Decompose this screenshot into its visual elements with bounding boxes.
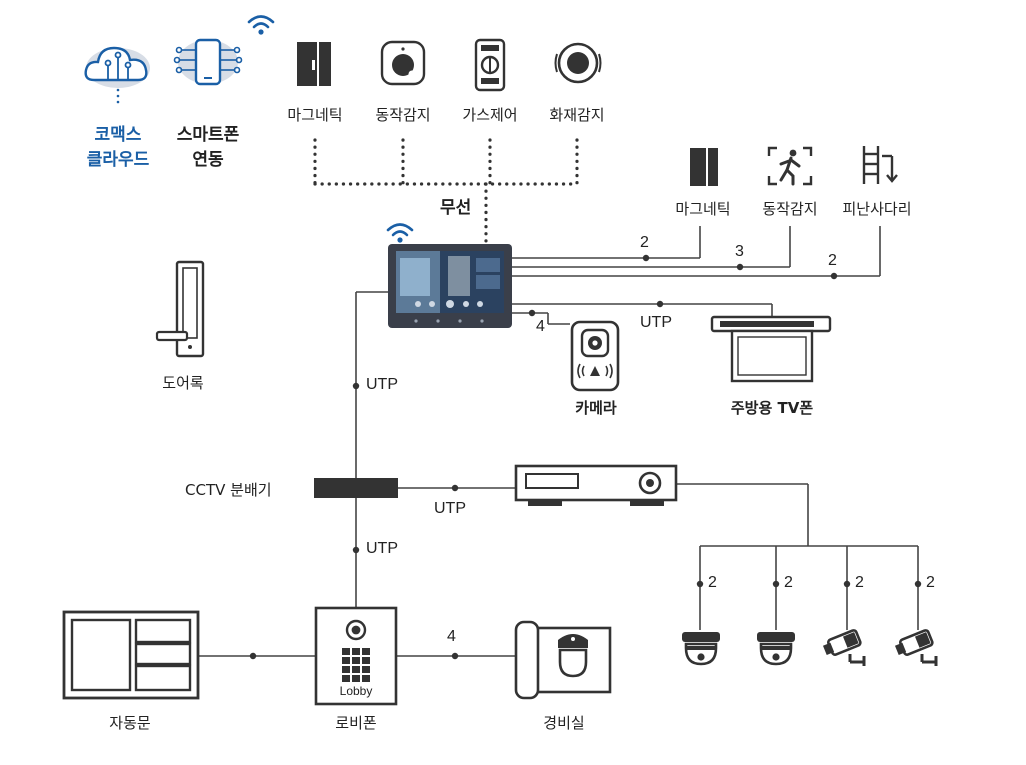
wired-sensor-label-magnetic: 마그네틱: [675, 200, 731, 218]
camera-label: 카메라: [575, 399, 617, 417]
wire-count-motion: 3: [735, 243, 744, 260]
dome-camera-icon: [757, 632, 795, 666]
lobby-text: Lobby: [339, 684, 373, 698]
fire-detector-icon: [554, 42, 602, 84]
wired-sensor-label-ladder: 피난사다리: [842, 200, 912, 218]
magnetic-sensor-icon: [297, 42, 331, 86]
guard-room-phone-icon: [514, 620, 612, 700]
utp-label-dvr: UTP: [434, 500, 466, 517]
door-camera-icon: [570, 320, 620, 392]
gas-control-icon: [474, 38, 506, 92]
cctv-splitter-label: CCTV 분배기: [185, 481, 272, 499]
utp-label-lobby: UTP: [366, 540, 398, 557]
utp-label-tv: UTP: [640, 314, 672, 331]
wired-sensor-label-motion: 동작감지: [762, 200, 818, 218]
wire-count-camera: 4: [536, 318, 545, 335]
monitor-wifi-icon: [386, 223, 414, 243]
kitchen-tv-label: 주방용 TV폰: [730, 399, 814, 417]
wireless-sensor-label-magnetic: 마그네틱: [287, 106, 343, 124]
door-lock-label: 도어록: [162, 374, 204, 392]
auto-door-label: 자동문: [109, 714, 151, 732]
door-lock-icon: [155, 260, 205, 358]
wall-pad-monitor: [388, 244, 512, 328]
wireless-label: 무선: [440, 198, 472, 218]
wire-count-cctv-3: 2: [855, 574, 864, 591]
bullet-camera-icon: [822, 629, 866, 666]
wired-magnetic-sensor-icon: [690, 148, 718, 186]
guard-room-label: 경비실: [543, 714, 585, 732]
wire-count-cctv-1: 2: [708, 574, 717, 591]
wire-count-ladder: 2: [828, 252, 837, 269]
wire-count-cctv-4: 2: [926, 574, 935, 591]
motion-exit-icon: [767, 146, 813, 186]
dvr-recorder-icon: [514, 464, 678, 506]
wire-count-cctv-2: 2: [784, 574, 793, 591]
wireless-sensor-label-gas: 가스제어: [462, 106, 518, 124]
bullet-camera-icon: [894, 629, 938, 666]
smartphone-icon: [173, 38, 243, 86]
wireless-sensor-label-motion: 동작감지: [375, 106, 431, 124]
kitchen-tv-phone-icon: [710, 315, 832, 383]
dome-camera-icon: [682, 632, 720, 666]
wire-count-magnetic: 2: [640, 234, 649, 251]
utp-label-monitor-splitter: UTP: [366, 376, 398, 393]
motion-sensor-icon: [380, 40, 426, 86]
wire-count-guard: 4: [447, 628, 456, 645]
escape-ladder-icon: [862, 146, 898, 184]
auto-door-icon: [62, 610, 200, 700]
wifi-icon: [247, 15, 275, 35]
lobby-phone-icon: [314, 606, 398, 706]
cloud-icon: [84, 46, 150, 104]
lobby-phone-label: 로비폰: [335, 714, 377, 732]
wireless-sensor-label-fire: 화재감지: [549, 106, 605, 124]
cctv-splitter: [314, 478, 398, 498]
